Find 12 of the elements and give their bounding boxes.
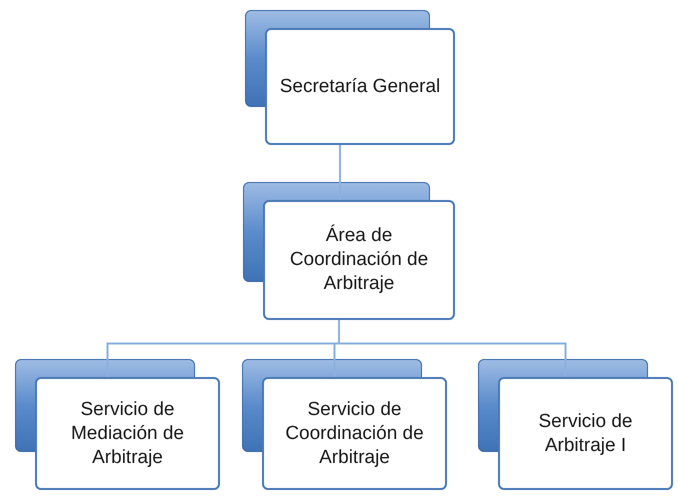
org-box [35, 377, 220, 490]
org-box [262, 377, 447, 490]
connector-line [338, 320, 566, 377]
box-label: Servicio de Coordinación de Arbitraje [284, 398, 425, 470]
org-box [263, 200, 455, 320]
box-label: Área de Coordinación de Arbitraje [288, 224, 430, 296]
org-box [265, 28, 455, 145]
box-label: Secretaría General [280, 74, 440, 98]
box-label: Servicio de Arbitraje I [538, 410, 634, 458]
org-box [498, 377, 673, 490]
connector-line [339, 145, 341, 200]
box-label: Servicio de Mediación de Arbitraje [70, 398, 186, 470]
